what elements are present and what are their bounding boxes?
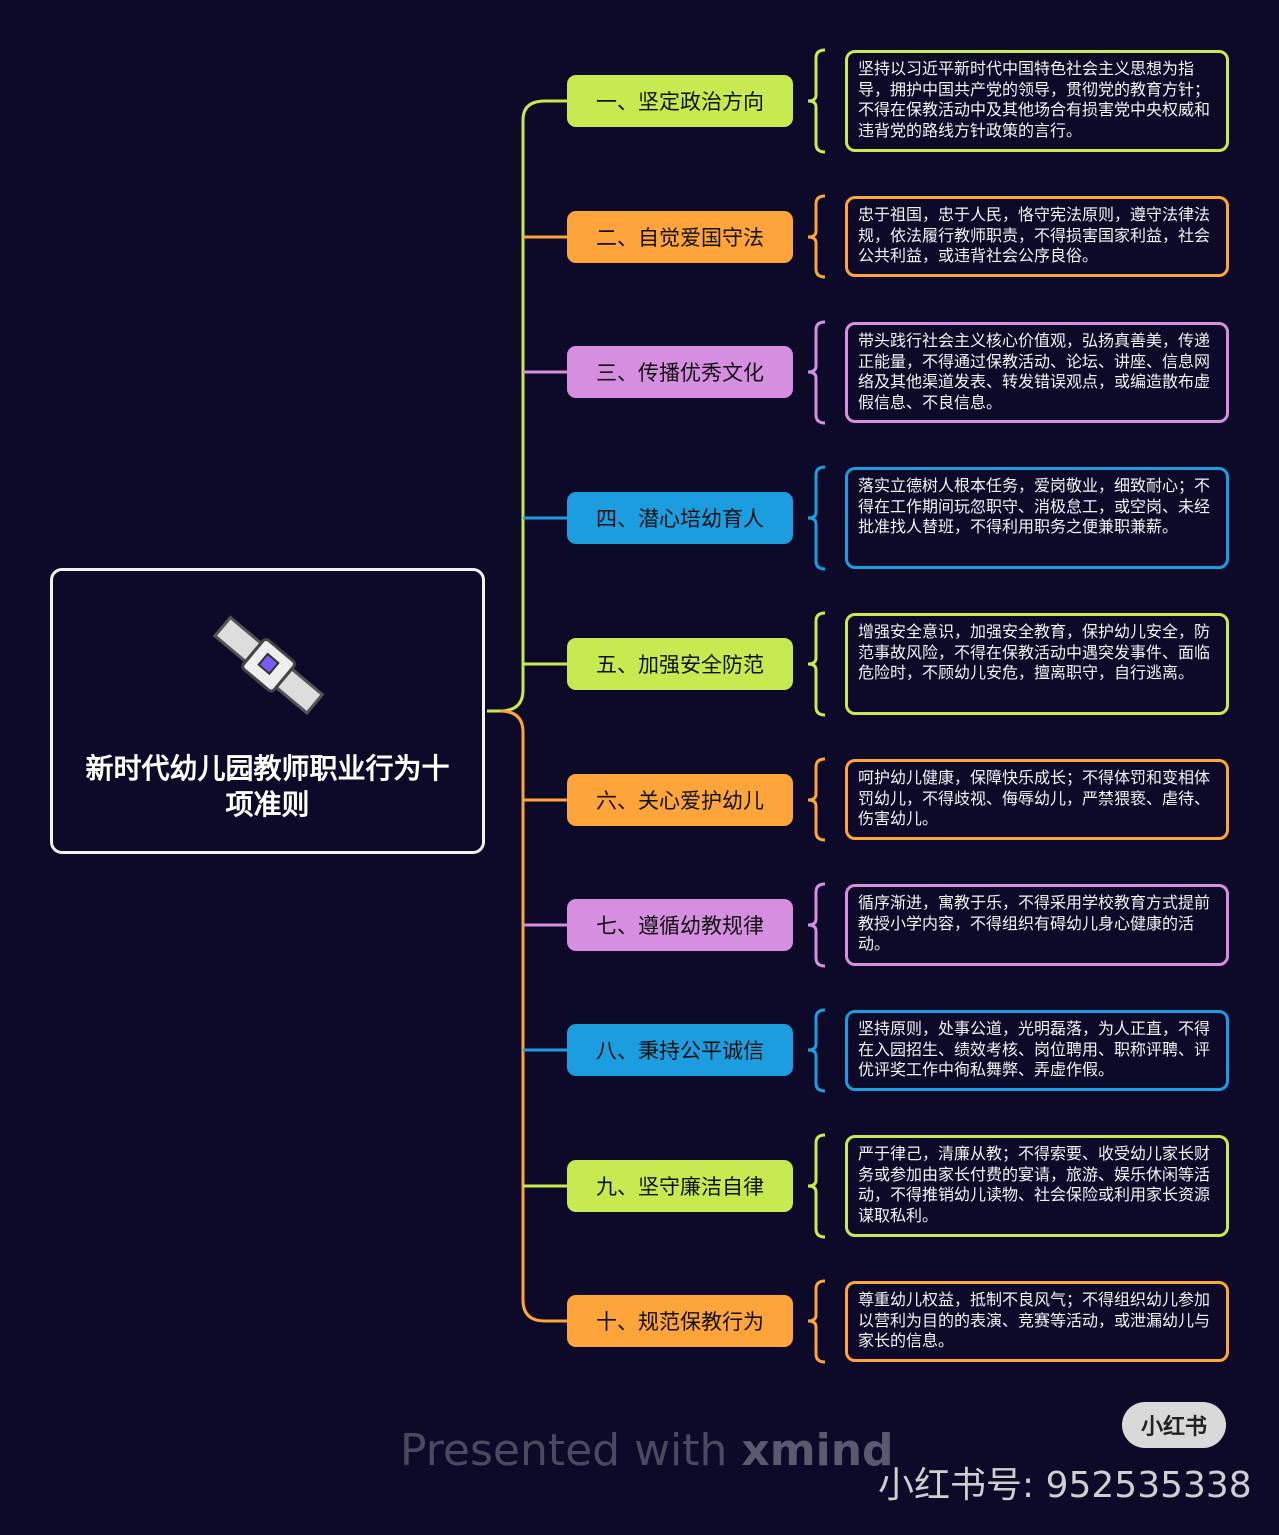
- detail-brace: [807, 611, 826, 717]
- detail-node[interactable]: 坚持以习近平新时代中国特色社会主义思想为指导，拥护中国共产党的领导，贯彻党的教育…: [845, 50, 1229, 152]
- branch-node[interactable]: 九、坚守廉洁自律: [567, 1160, 793, 1212]
- branch-node[interactable]: 七、遵循幼教规律: [567, 899, 793, 951]
- detail-node[interactable]: 循序渐进，寓教于乐，不得采用学校教育方式提前教授小学内容，不得组织有碍幼儿身心健…: [845, 884, 1229, 966]
- detail-node[interactable]: 带头践行社会主义核心价值观，弘扬真善美，传递正能量，不得通过保教活动、论坛、讲座…: [845, 322, 1229, 423]
- detail-brace: [807, 757, 826, 842]
- detail-node[interactable]: 落实立德树人根本任务，爱岗敬业，细致耐心；不得在工作期间玩忽职守、消极怠工，或空…: [845, 467, 1229, 569]
- xmind-brand: xmind: [741, 1425, 894, 1476]
- detail-brace: [807, 1008, 826, 1093]
- detail-node[interactable]: 忠于祖国，忠于人民，恪守宪法原则，遵守法律法规，依法履行教师职责，不得损害国家利…: [845, 196, 1229, 277]
- detail-brace: [807, 882, 826, 968]
- detail-brace: [807, 465, 826, 571]
- spine-upper: [487, 99, 546, 713]
- root-node[interactable]: 新时代幼儿园教师职业行为十项准则: [50, 568, 485, 854]
- branch-node[interactable]: 六、关心爱护幼儿: [567, 774, 793, 826]
- detail-node[interactable]: 呵护幼儿健康，保障快乐成长；不得体罚和变相体罚幼儿，不得歧视、侮辱幼儿，严禁猥亵…: [845, 759, 1229, 840]
- branch-node[interactable]: 四、潜心培幼育人: [567, 492, 793, 544]
- xiaohongshu-id: 小红书号: 952535338: [878, 1465, 1252, 1506]
- branch-node[interactable]: 八、秉持公平诚信: [567, 1024, 793, 1076]
- root-title: 新时代幼儿园教师职业行为十项准则: [85, 752, 450, 821]
- branch-node[interactable]: 十、规范保教行为: [567, 1295, 793, 1347]
- presented-with-xmind: Presented with xmind: [400, 1425, 894, 1476]
- branch-node[interactable]: 五、加强安全防范: [567, 638, 793, 690]
- branch-node[interactable]: 一、坚定政治方向: [567, 75, 793, 127]
- spine-lower: [499, 709, 546, 1323]
- detail-brace: [807, 320, 826, 425]
- detail-node[interactable]: 坚持原则，处事公道，光明磊落，为人正直，不得在入园招生、绩效考核、岗位聘用、职称…: [845, 1010, 1229, 1091]
- detail-node[interactable]: 增强安全意识，加强安全教育，保护幼儿安全，防范事故风险，不得在保教活动中遇突发事…: [845, 613, 1229, 715]
- detail-brace: [807, 1279, 826, 1364]
- detail-brace: [807, 194, 826, 279]
- detail-node[interactable]: 严于律己，清廉从教；不得索要、收受幼儿家长财务或参加由家长付费的宴请，旅游、娱乐…: [845, 1135, 1229, 1237]
- detail-brace: [807, 48, 826, 154]
- branch-node[interactable]: 三、传播优秀文化: [567, 346, 793, 398]
- detail-node[interactable]: 尊重幼儿权益，抵制不良风气；不得组织幼儿参加以营利为目的的表演、竞赛等活动，或泄…: [845, 1281, 1229, 1362]
- detail-brace: [807, 1133, 826, 1239]
- branch-node[interactable]: 二、自觉爱国守法: [567, 211, 793, 263]
- satellite-icon: [212, 615, 324, 716]
- xiaohongshu-logo: 小红书: [1122, 1402, 1226, 1448]
- presented-text: Presented with: [400, 1425, 742, 1476]
